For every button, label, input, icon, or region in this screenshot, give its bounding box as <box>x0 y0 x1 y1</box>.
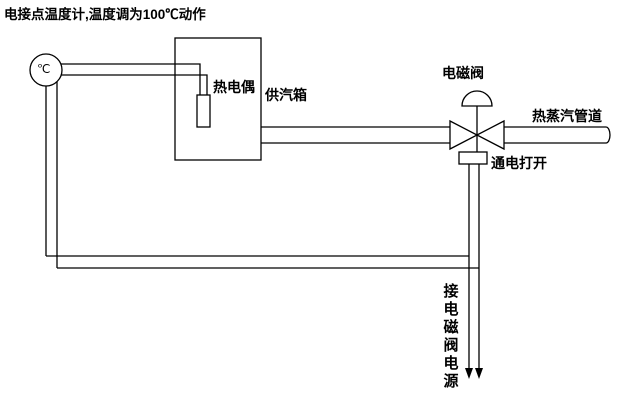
power-arrow-left-icon <box>465 368 473 379</box>
diagram-title: 电接点温度计,温度调为100℃动作 <box>4 7 206 22</box>
energize-open-label: 通电打开 <box>491 155 547 171</box>
thermometer-symbol: ℃ <box>37 62 51 76</box>
solenoid-dome-icon <box>461 90 493 107</box>
thermocouple-rect-icon <box>196 94 211 128</box>
thermocouple-label: 热电偶 <box>213 79 255 95</box>
sensor-wire-top <box>61 63 201 95</box>
steam-pipe-label: 热蒸汽管道 <box>532 108 602 124</box>
actuator-box-icon <box>458 151 488 165</box>
valve-bowtie-icon <box>449 119 505 151</box>
steam-box-label: 供汽箱 <box>265 87 307 103</box>
pipe-end-cap <box>605 126 611 144</box>
solenoid-valve-label: 电磁阀 <box>442 65 484 81</box>
steam-box-outline <box>174 37 262 161</box>
power-arrow-right-icon <box>475 368 483 379</box>
sensor-wire-bottom <box>61 74 208 95</box>
power-supply-label: 接电磁阀电源 <box>443 283 459 390</box>
